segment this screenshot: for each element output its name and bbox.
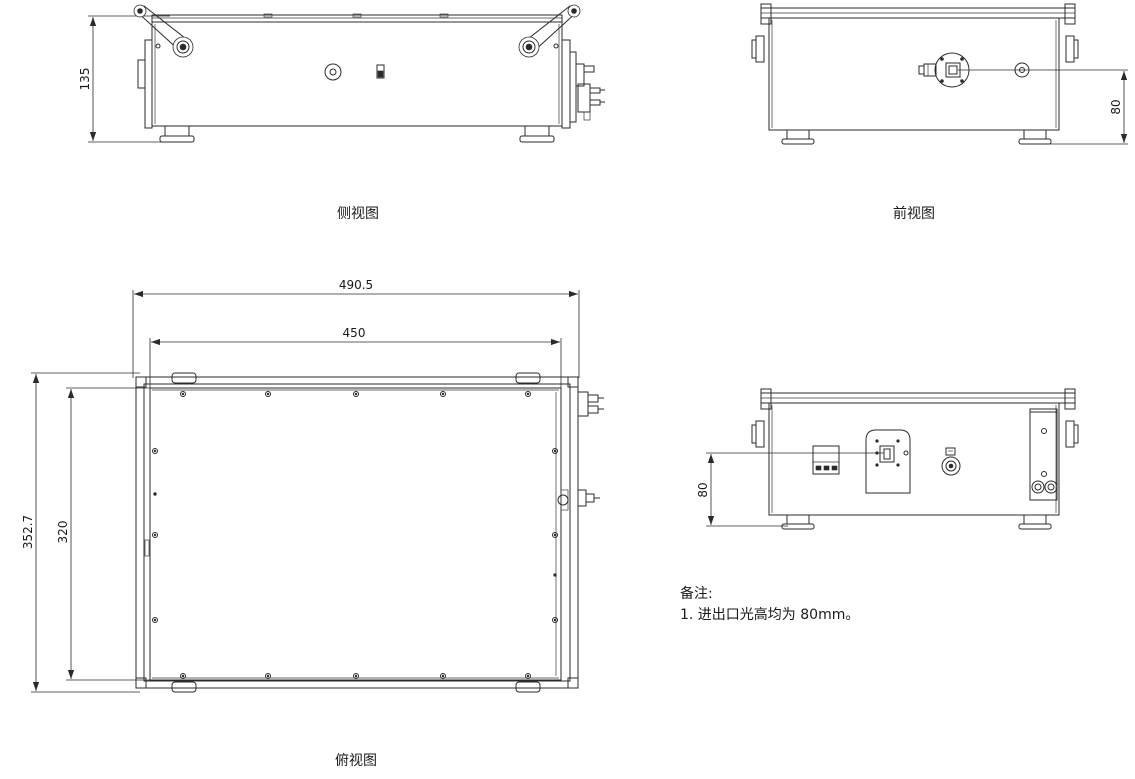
side-foot-left [159,135,195,143]
top-view: 490.5 450 352.7 320 [21,278,604,693]
side-view: 135 [78,4,605,143]
side-height-dimension: 135 [78,68,92,91]
rear-view: 80 [696,388,1079,530]
notes-title: 备注: [680,586,713,602]
front-view: 80 [751,3,1128,145]
top-overall-width-dimension: 490.5 [339,278,373,292]
rear-side-panel [1029,408,1058,501]
top-frame [135,376,579,689]
rear-body [768,402,1060,516]
top-fittings [577,391,604,507]
side-foot-right [519,135,555,143]
notes-item: 1. 进出口光高均为 80mm。 [680,607,860,623]
front-body [768,17,1060,131]
rear-bnc-connector-icon [941,447,961,476]
side-handle-right [518,4,581,58]
top-view-caption: 俯视图 [335,753,377,769]
side-fittings [575,63,605,121]
front-laser-port [918,52,970,88]
front-height-dimension: 80 [1109,99,1123,114]
rear-terminal-block [812,445,840,475]
side-switch-icon [376,64,385,79]
top-body [149,387,562,681]
side-handle-left [133,4,194,58]
side-view-caption: 侧视图 [337,206,379,222]
front-view-caption: 前视图 [893,205,935,222]
top-body-width-dimension: 450 [343,326,366,340]
side-connector-icon [324,63,342,81]
top-screws [152,391,558,679]
top-overall-depth-dimension: 352.7 [21,515,35,549]
notes-block: 备注: 1. 进出口光高均为 80mm。 [680,584,859,626]
rear-height-dimension: 80 [696,482,710,497]
side-lid [151,14,563,23]
side-body [151,21,563,127]
rear-laser-port [865,429,911,494]
top-body-depth-dimension: 320 [56,521,70,544]
